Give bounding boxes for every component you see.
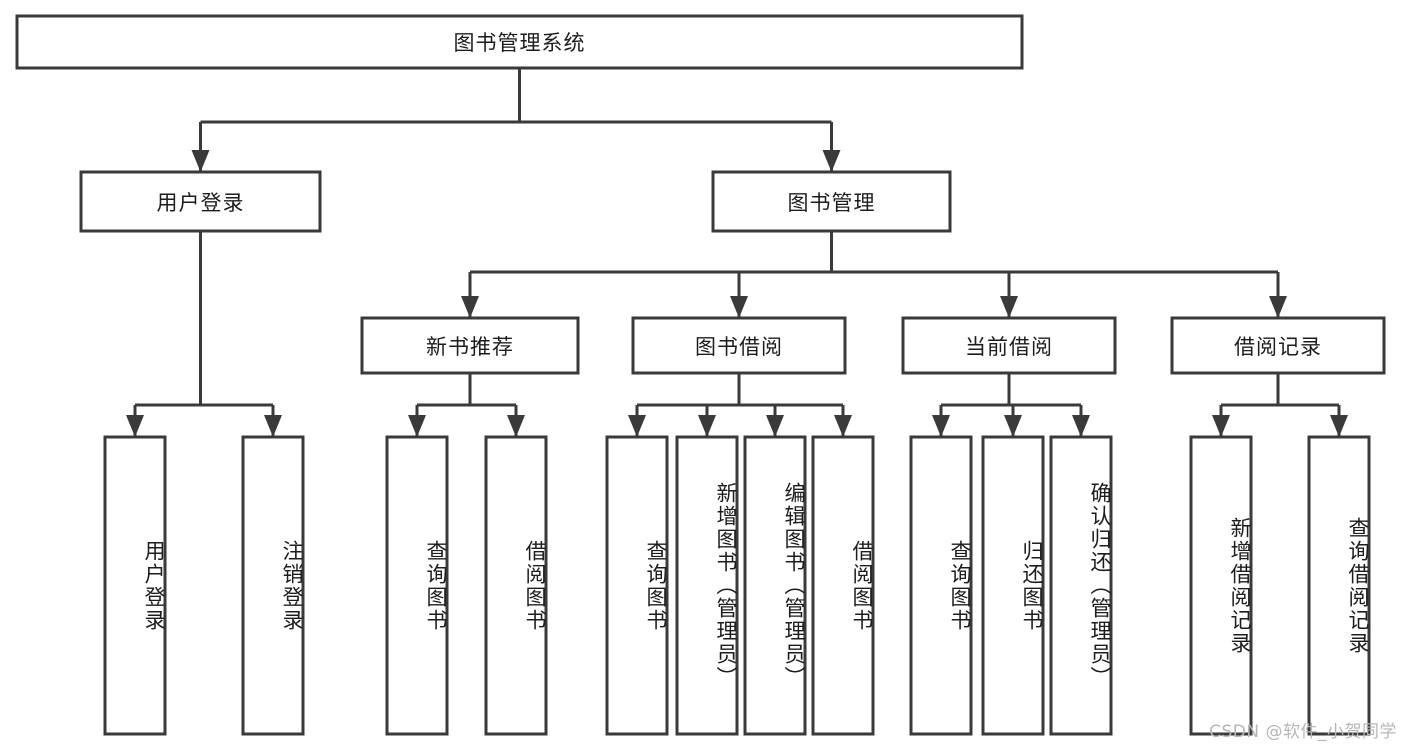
node-box-current-borrow[interactable] (901, 316, 1117, 375)
connectors-layer (126, 68, 1348, 437)
arrow-head-icon-leaf-logout-login (264, 415, 282, 437)
node-box-book-borrow[interactable] (631, 316, 847, 375)
arrow-head-icon-current-borrow (1000, 296, 1018, 318)
arrow-head-icon-leaf-query-book-2 (628, 415, 646, 437)
arrow-head-icon-user-login (191, 150, 210, 172)
node-box-leaf-query-borrow-record[interactable] (1307, 435, 1371, 736)
node-box-borrow-record[interactable] (1170, 316, 1386, 375)
arrow-head-icon-leaf-edit-book-admin (766, 415, 784, 437)
node-box-leaf-confirm-return-admin[interactable] (1049, 435, 1113, 736)
node-box-book-management[interactable] (711, 170, 952, 233)
node-box-leaf-logout-login[interactable] (241, 435, 305, 736)
arrow-head-icon-leaf-add-book-admin (698, 415, 716, 437)
node-box-leaf-borrow-book-2[interactable] (811, 435, 875, 736)
arrow-head-icon-leaf-confirm-return-admin (1072, 415, 1090, 437)
node-box-leaf-query-book-2[interactable] (605, 435, 669, 736)
watermark: CSDN @软件_小贺同学 (1209, 722, 1397, 742)
node-box-leaf-query-book-1[interactable] (385, 435, 449, 736)
node-box-leaf-user-login[interactable] (103, 435, 167, 736)
node-box-leaf-edit-book-admin[interactable] (743, 435, 807, 736)
arrow-head-icon-leaf-query-book-1 (408, 415, 426, 437)
node-box-new-book-recommend[interactable] (360, 316, 580, 375)
arrow-head-icon-new-book-recommend (461, 296, 479, 318)
node-box-leaf-return-book[interactable] (981, 435, 1045, 736)
arrow-head-icon-leaf-borrow-book-2 (834, 415, 852, 437)
node-box-leaf-borrow-book-1[interactable] (484, 435, 548, 736)
node-box-leaf-add-book-admin[interactable] (675, 435, 739, 736)
arrow-head-icon-leaf-borrow-book-1 (507, 415, 525, 437)
node-box-leaf-query-book-3[interactable] (909, 435, 973, 736)
node-box-user-login[interactable] (79, 170, 322, 233)
arrow-head-icon-leaf-user-login (126, 415, 144, 437)
node-box-root[interactable] (15, 14, 1024, 70)
node-box-leaf-add-borrow-record[interactable] (1189, 435, 1253, 736)
arrow-head-icon-leaf-add-borrow-record (1212, 415, 1230, 437)
boxes-layer (15, 14, 1386, 736)
arrow-head-icon-leaf-query-book-3 (932, 415, 950, 437)
arrow-head-icon-leaf-query-borrow-record (1330, 415, 1348, 437)
arrow-head-icon-book-management (822, 150, 841, 172)
arrow-head-icon-leaf-return-book (1004, 415, 1022, 437)
arrow-head-icon-book-borrow (730, 296, 748, 318)
arrow-head-icon-borrow-record (1269, 296, 1287, 318)
